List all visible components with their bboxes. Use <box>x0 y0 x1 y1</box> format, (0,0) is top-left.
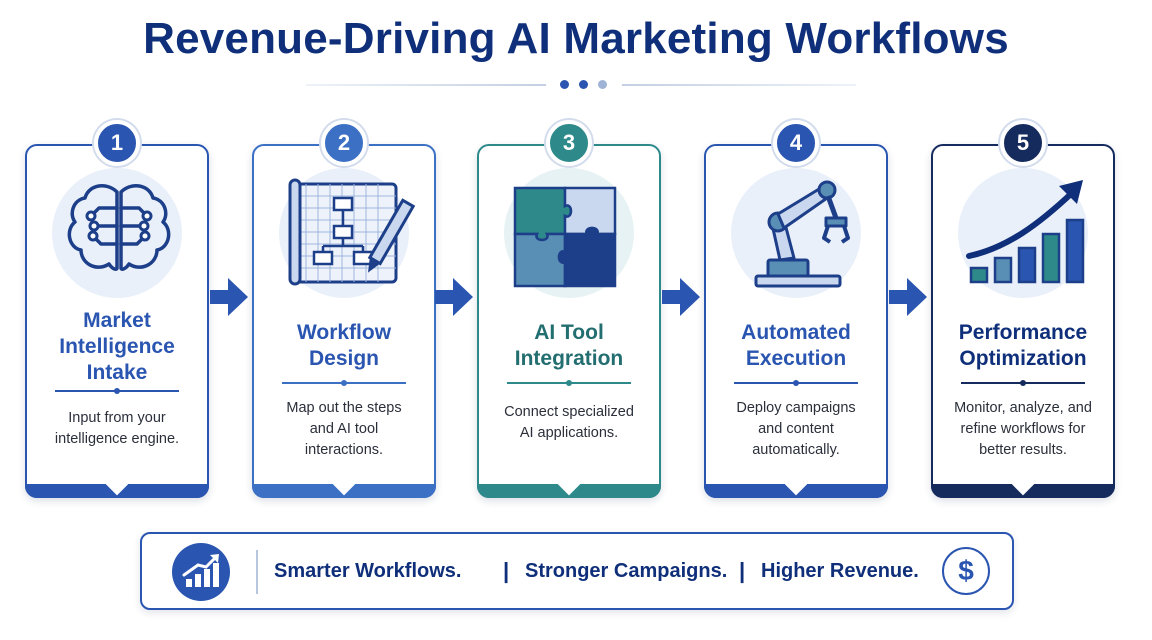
step-description: Deploy campaigns and content automatical… <box>736 400 856 458</box>
step-number-badge: 1 <box>94 120 140 166</box>
brain-circuit-icon <box>67 184 171 271</box>
tagline-higher-revenue: Higher Revenue. <box>761 560 919 582</box>
step-divider <box>961 380 1085 386</box>
title-divider-right <box>622 84 856 86</box>
tagline-stronger-campaigns: Stronger Campaigns. <box>525 560 728 582</box>
step-card-5: 5 Performance Optimization Monitor, anal… <box>931 120 1115 498</box>
step-number-badge: 2 <box>321 120 367 166</box>
step-card-1: 1 Market Intelligence Intake Input from … <box>25 120 209 498</box>
step-title: Market Intelligence Intake <box>59 309 175 384</box>
blueprint-flowchart-icon <box>288 178 416 286</box>
arrow-right-icon <box>662 278 700 316</box>
growth-chart-icon <box>172 543 230 601</box>
dollar-icon: $ <box>942 547 990 595</box>
step-divider <box>282 380 406 386</box>
step-number-badge: 4 <box>773 120 819 166</box>
page-title: Revenue-Driving AI Marketing Workflows <box>143 14 1009 63</box>
step-title: Workflow Design <box>296 321 392 370</box>
tagline-banner: Smarter Workflows. | Stronger Campaigns.… <box>140 532 1014 610</box>
arrow-right-icon <box>889 278 927 316</box>
step-divider <box>55 388 179 394</box>
robot-arm-icon <box>754 180 850 288</box>
step-divider <box>734 380 858 386</box>
step-number-badge: 5 <box>1000 120 1046 166</box>
step-card-3: 3 AI Tool Integration Connect specialize… <box>477 120 661 498</box>
arrow-right-icon <box>435 278 473 316</box>
tagline-separator: | <box>503 558 510 583</box>
tagline-smarter-workflows: Smarter Workflows. <box>274 560 462 582</box>
title-divider-left <box>306 84 546 86</box>
step-number-badge: 3 <box>546 120 592 166</box>
title-dots <box>560 80 610 90</box>
step-description: Input from your intelligence engine. <box>54 410 180 447</box>
step-divider <box>507 380 631 386</box>
growth-chart-icon <box>966 180 1085 284</box>
step-description: Connect specialized AI applications. <box>504 404 634 441</box>
tagline-separator: | <box>739 558 746 583</box>
step-card-4: 4 Automated Execution Deploy campaigns a… <box>704 120 888 498</box>
step-description: Map out the steps and AI tool interactio… <box>286 400 402 458</box>
step-title: Performance Optimization <box>958 321 1088 370</box>
step-title: Automated Execution <box>741 321 851 370</box>
puzzle-icon <box>513 186 617 288</box>
step-card-2: 2 Workflow Design Map out the steps and … <box>252 120 436 498</box>
arrow-right-icon <box>210 278 248 316</box>
step-title: AI Tool Integration <box>514 321 624 370</box>
step-description: Monitor, analyze, and refine workflows f… <box>954 400 1092 458</box>
